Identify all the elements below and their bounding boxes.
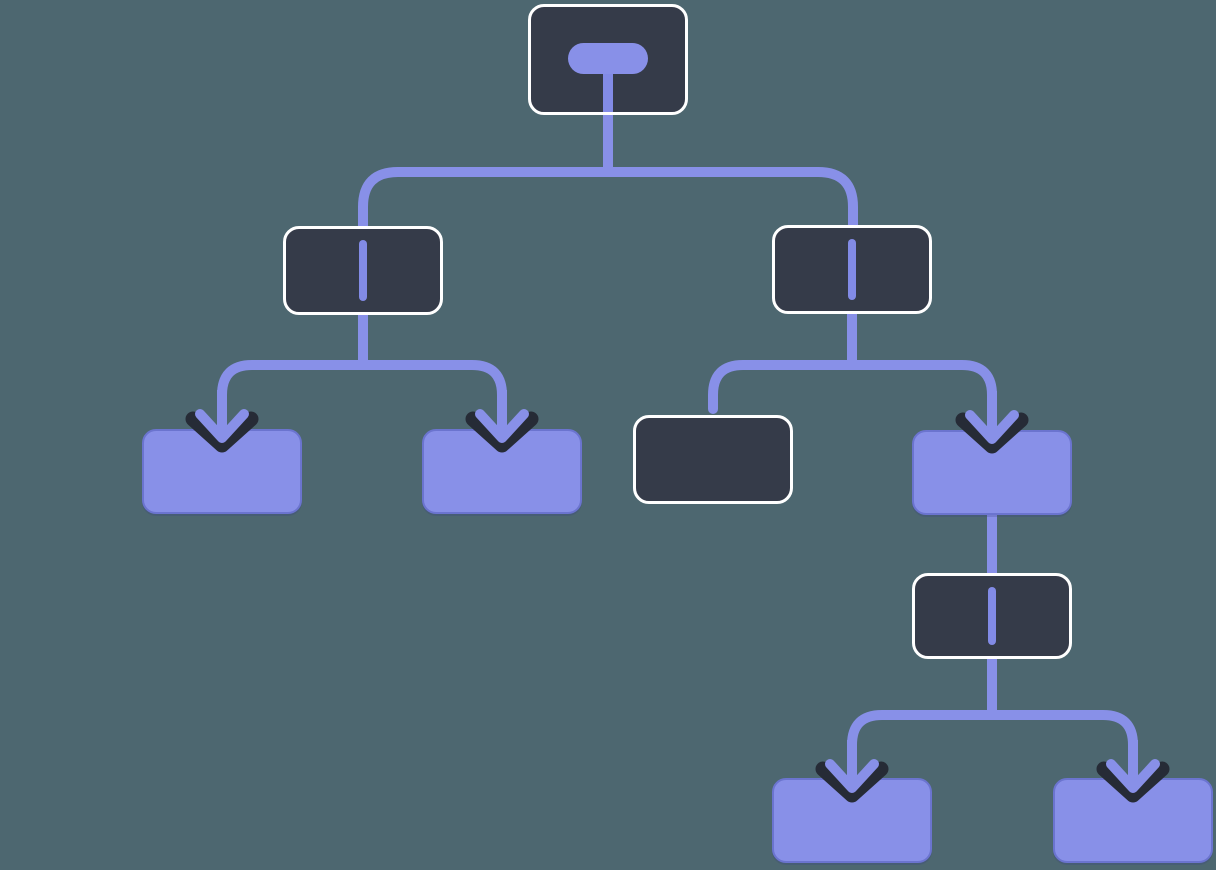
node-child-dark[interactable] bbox=[633, 415, 793, 504]
root-indicator-pill-icon bbox=[568, 43, 648, 74]
node-branch-right[interactable] bbox=[772, 225, 932, 314]
node-child-purple[interactable] bbox=[912, 430, 1072, 515]
node-leaf-3[interactable] bbox=[772, 778, 932, 863]
node-branch-left[interactable] bbox=[283, 226, 443, 315]
collapsed-branch-indicator-icon bbox=[848, 239, 856, 300]
collapsed-branch-indicator-icon bbox=[359, 240, 367, 301]
node-branch-lower[interactable] bbox=[912, 573, 1072, 659]
node-leaf-1[interactable] bbox=[142, 429, 302, 514]
root-indicator-stem-icon bbox=[603, 69, 613, 112]
node-leaf-4[interactable] bbox=[1053, 778, 1213, 863]
collapsed-branch-indicator-icon bbox=[988, 587, 996, 645]
node-root[interactable] bbox=[528, 4, 688, 115]
node-leaf-2[interactable] bbox=[422, 429, 582, 514]
